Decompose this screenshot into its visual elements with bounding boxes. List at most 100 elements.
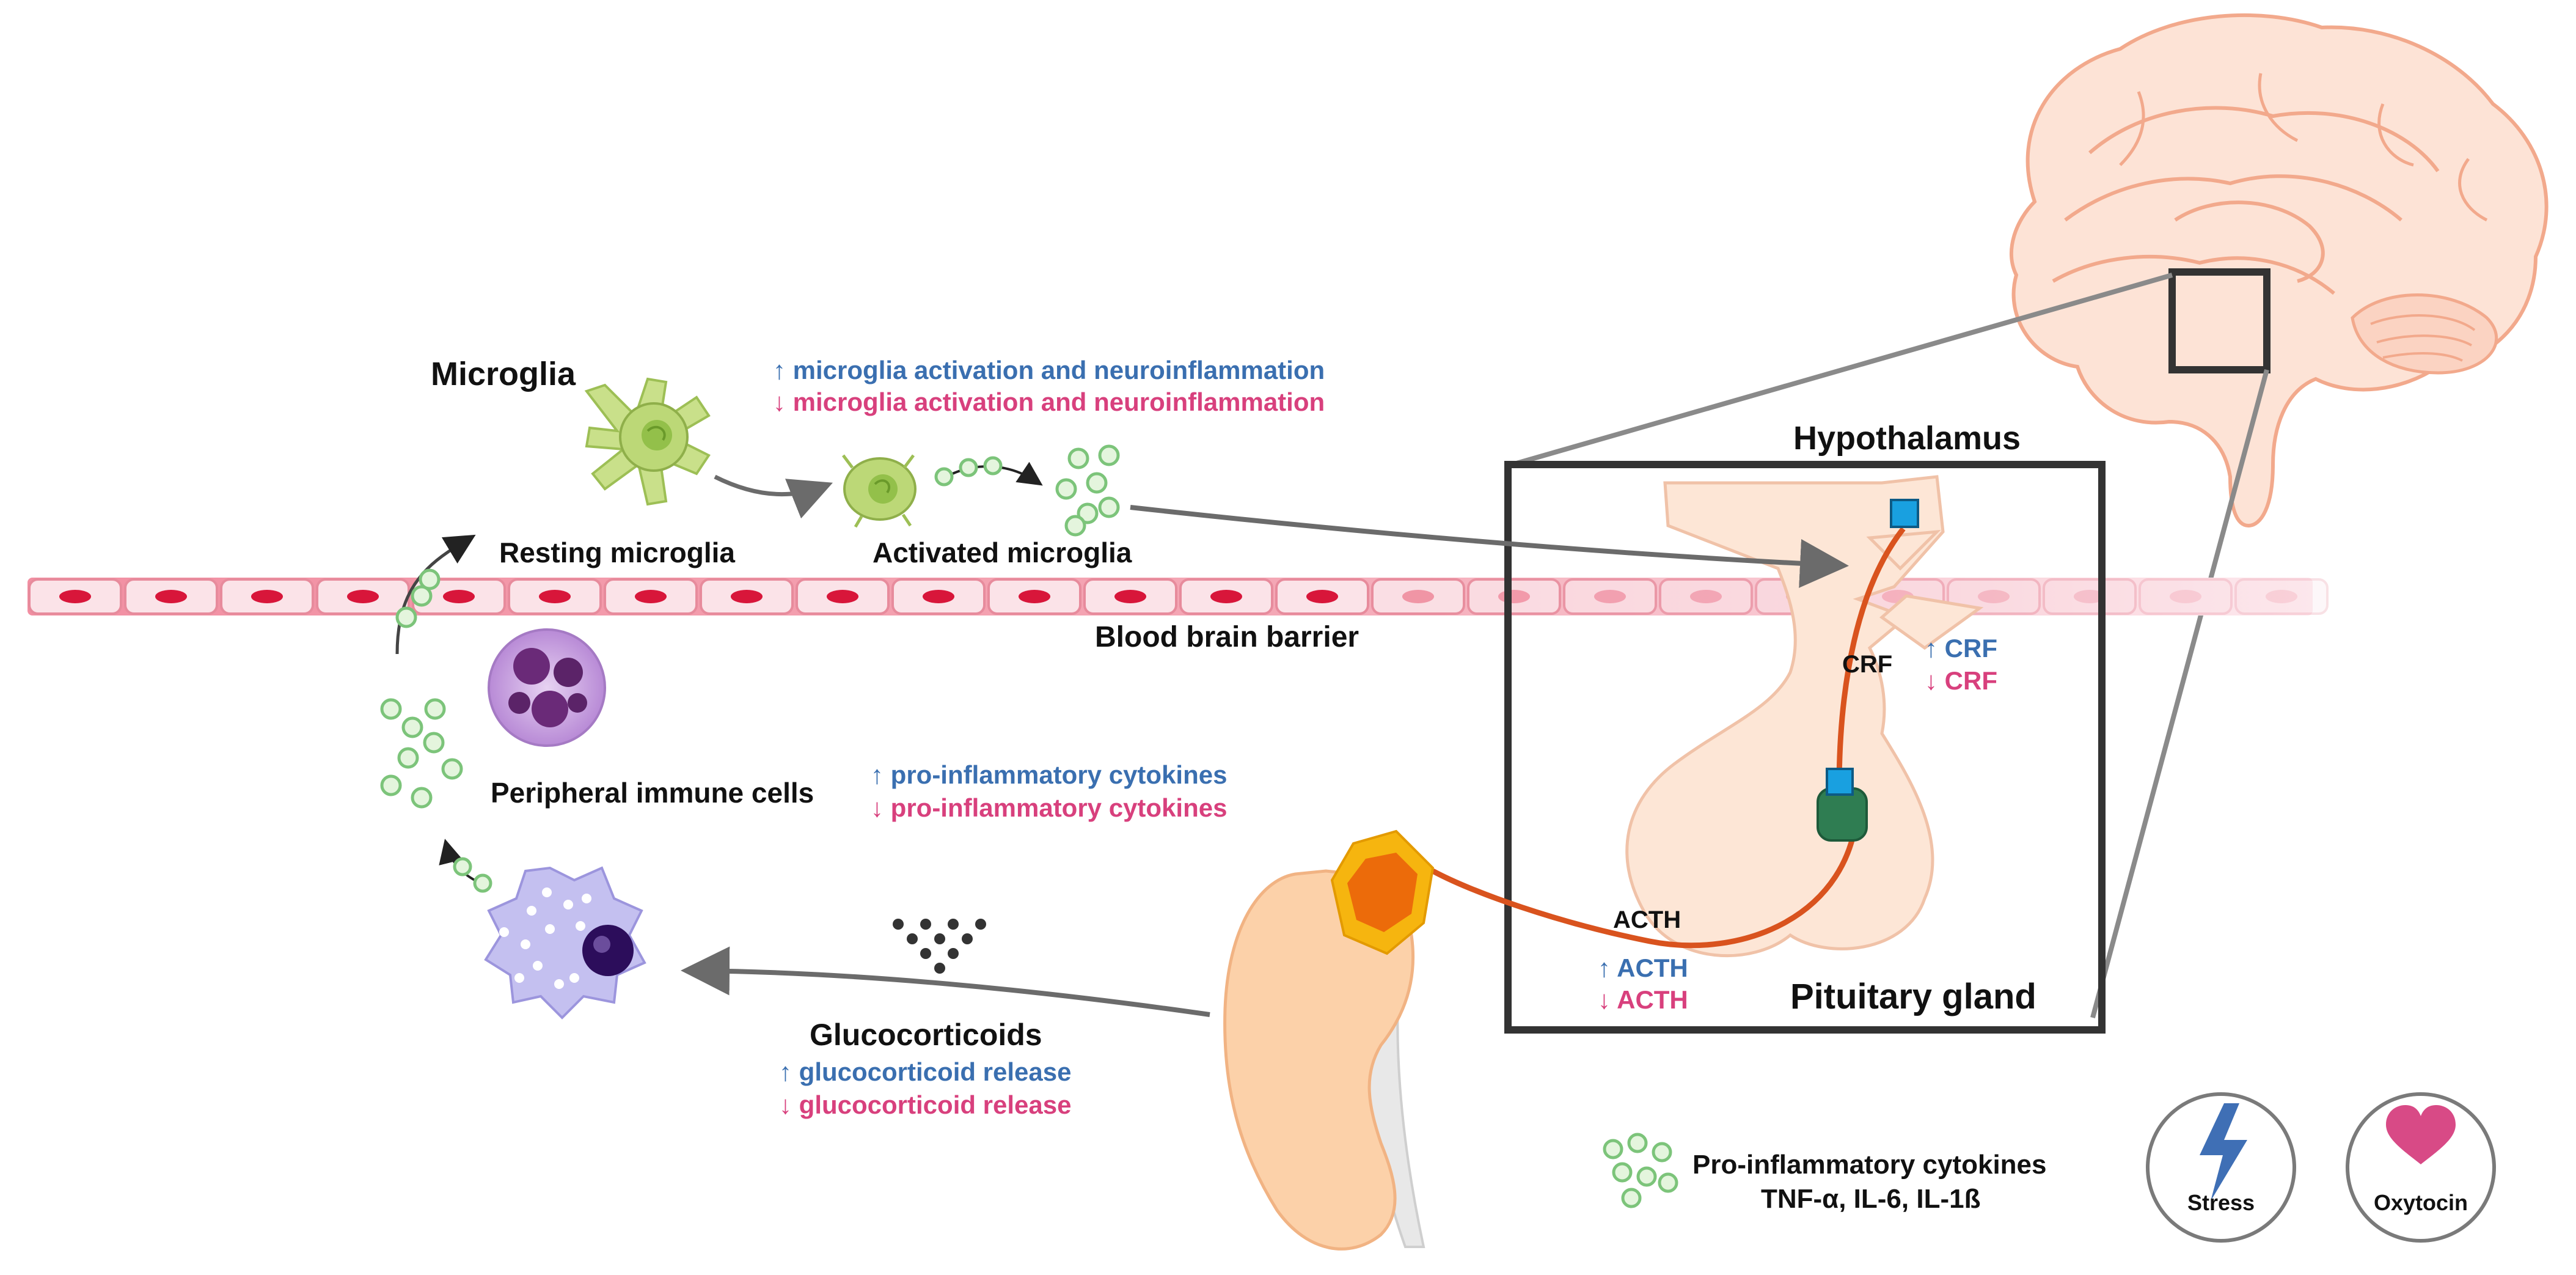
oxytocin-label: Oxytocin bbox=[2374, 1190, 2468, 1215]
brain-illustration bbox=[2010, 13, 2549, 528]
endothelial-nucleus bbox=[923, 590, 954, 603]
hypothalamus-pituitary-illustration bbox=[1625, 475, 1984, 958]
cytokine-molecule bbox=[401, 716, 423, 738]
endothelial-nucleus bbox=[2170, 590, 2201, 603]
endothelial-cell bbox=[2234, 578, 2329, 615]
cytokine-molecule bbox=[380, 774, 402, 796]
macrophage-granule bbox=[533, 961, 543, 971]
cytokine-molecule bbox=[1621, 1188, 1642, 1208]
endothelial-nucleus bbox=[347, 590, 379, 603]
glucocorticoid-molecule bbox=[920, 919, 931, 930]
cytokine-molecule bbox=[1098, 496, 1120, 518]
cytokine-molecule bbox=[1652, 1142, 1672, 1163]
glucocorticoids-label: Glucocorticoids bbox=[810, 1018, 1042, 1052]
legend-cytokine-icon bbox=[1603, 1133, 1678, 1208]
macrophage-granule bbox=[527, 906, 536, 916]
macrophage-granule bbox=[582, 894, 591, 903]
stress-badge bbox=[2146, 1092, 2296, 1243]
endothelial-nucleus bbox=[59, 590, 91, 603]
endothelial-nucleus bbox=[2266, 590, 2297, 603]
cytokines-to-hypothalamus-arrow bbox=[1130, 505, 1849, 588]
endothelial-nucleus bbox=[1498, 590, 1530, 603]
endothelial-nucleus bbox=[1114, 590, 1146, 603]
glucocorticoid-molecule bbox=[934, 933, 945, 944]
glucocorticoid-decrease-effect: ↓ glucocorticoid release bbox=[779, 1090, 1072, 1119]
cytokine-molecule bbox=[380, 698, 402, 720]
macrophage-granule bbox=[563, 900, 573, 909]
cytokine-molecule bbox=[441, 758, 463, 780]
endothelial-cell bbox=[2139, 578, 2233, 615]
activated-microglia-label: Activated microglia bbox=[873, 537, 1132, 568]
endothelial-nucleus bbox=[1210, 590, 1242, 603]
cytokine-molecule bbox=[453, 857, 472, 876]
endothelial-nucleus bbox=[1019, 590, 1050, 603]
legend-cytokines-list: TNF-α, IL-6, IL-1ß bbox=[1761, 1184, 1980, 1214]
endothelial-nucleus bbox=[1690, 590, 1722, 603]
cytokine-molecule bbox=[1064, 515, 1086, 537]
glucocorticoid-increase-effect: ↑ glucocorticoid release bbox=[779, 1057, 1072, 1086]
peripheral-cytokines bbox=[380, 698, 463, 809]
acth-pathway-line bbox=[1431, 806, 1861, 949]
cytokine-molecule bbox=[1612, 1162, 1633, 1183]
microglia-title: Microglia bbox=[431, 356, 576, 392]
macrophage-granule bbox=[521, 939, 530, 949]
legend-cytokines-title: Pro-inflammatory cytokines bbox=[1692, 1150, 2047, 1180]
endothelial-cell bbox=[2043, 578, 2137, 615]
microglia-decrease-effect: ↓ microglia activation and neuroinflamma… bbox=[773, 388, 1325, 416]
cytokine-release-chain bbox=[439, 839, 492, 893]
endothelial-cell bbox=[1947, 578, 2041, 615]
cytokine-molecule bbox=[1055, 478, 1077, 500]
macrophage-granule bbox=[499, 927, 509, 937]
endothelial-nucleus bbox=[443, 590, 475, 603]
crf-pathway-line bbox=[1836, 527, 1906, 789]
microglia-cytokine-chain bbox=[934, 456, 1043, 487]
resting-microglia-label: Resting microglia bbox=[499, 537, 735, 568]
endothelial-nucleus bbox=[2074, 590, 2106, 603]
cytokine-molecule bbox=[1627, 1133, 1648, 1153]
pituitary-cell-body bbox=[1817, 787, 1868, 842]
crf-label: CRF bbox=[1842, 651, 1892, 678]
cytokine-molecule bbox=[959, 458, 978, 477]
glucocorticoid-molecule bbox=[948, 948, 959, 959]
acth-increase-effect: ↑ ACTH bbox=[1598, 953, 1688, 982]
lightning-icon bbox=[2200, 1103, 2247, 1201]
cytokines-increase-effect: ↑ pro-inflammatory cytokines bbox=[871, 760, 1227, 789]
zoom-line-top bbox=[1511, 273, 2173, 467]
cytokine-molecule bbox=[1077, 502, 1099, 524]
macrophage-granule bbox=[514, 973, 524, 983]
kidney-adrenal-illustration bbox=[1223, 829, 1435, 1251]
endothelial-nucleus bbox=[731, 590, 763, 603]
cytokine-molecule bbox=[1098, 444, 1120, 466]
macrophage-granule bbox=[554, 979, 564, 989]
endothelial-nucleus bbox=[251, 590, 283, 603]
glucocorticoid-molecule bbox=[893, 919, 904, 930]
zoom-line-bottom bbox=[2090, 369, 2269, 1019]
cytokine-molecule bbox=[1636, 1166, 1657, 1187]
brain-focus-box bbox=[2168, 268, 2270, 373]
macrophage-granule bbox=[569, 973, 579, 983]
cytokine-molecule bbox=[983, 456, 1003, 476]
endothelial-nucleus bbox=[1402, 590, 1434, 603]
macrophage-granule bbox=[545, 924, 555, 934]
resting-microglia-cell bbox=[584, 377, 711, 506]
endothelial-nucleus bbox=[1306, 590, 1338, 603]
endothelial-nucleus bbox=[155, 590, 187, 603]
neutrophil-cell bbox=[488, 628, 606, 747]
macrophage-granule bbox=[542, 887, 552, 897]
hpa-zoom-box bbox=[1504, 461, 2106, 1034]
glucocorticoid-molecule bbox=[975, 919, 986, 930]
pituitary-receptor-marker bbox=[1826, 768, 1854, 796]
cytokine-molecule bbox=[1086, 472, 1108, 494]
hypothalamus-label: Hypothalamus bbox=[1793, 420, 2021, 457]
glucocorticoid-molecule bbox=[962, 933, 973, 944]
cytokine-molecule bbox=[411, 787, 433, 809]
endothelial-nucleus bbox=[635, 590, 667, 603]
microglia-increase-effect: ↑ microglia activation and neuroinflamma… bbox=[773, 356, 1325, 384]
endothelial-nucleus bbox=[827, 590, 858, 603]
glucocorticoid-molecule bbox=[934, 963, 945, 974]
cytokine-molecule bbox=[473, 873, 492, 893]
cytokines-decrease-effect: ↓ pro-inflammatory cytokines bbox=[871, 793, 1227, 822]
glucocorticoid-arrow bbox=[681, 946, 1210, 1017]
crf-decrease-effect: ↓ CRF bbox=[1925, 666, 1997, 695]
